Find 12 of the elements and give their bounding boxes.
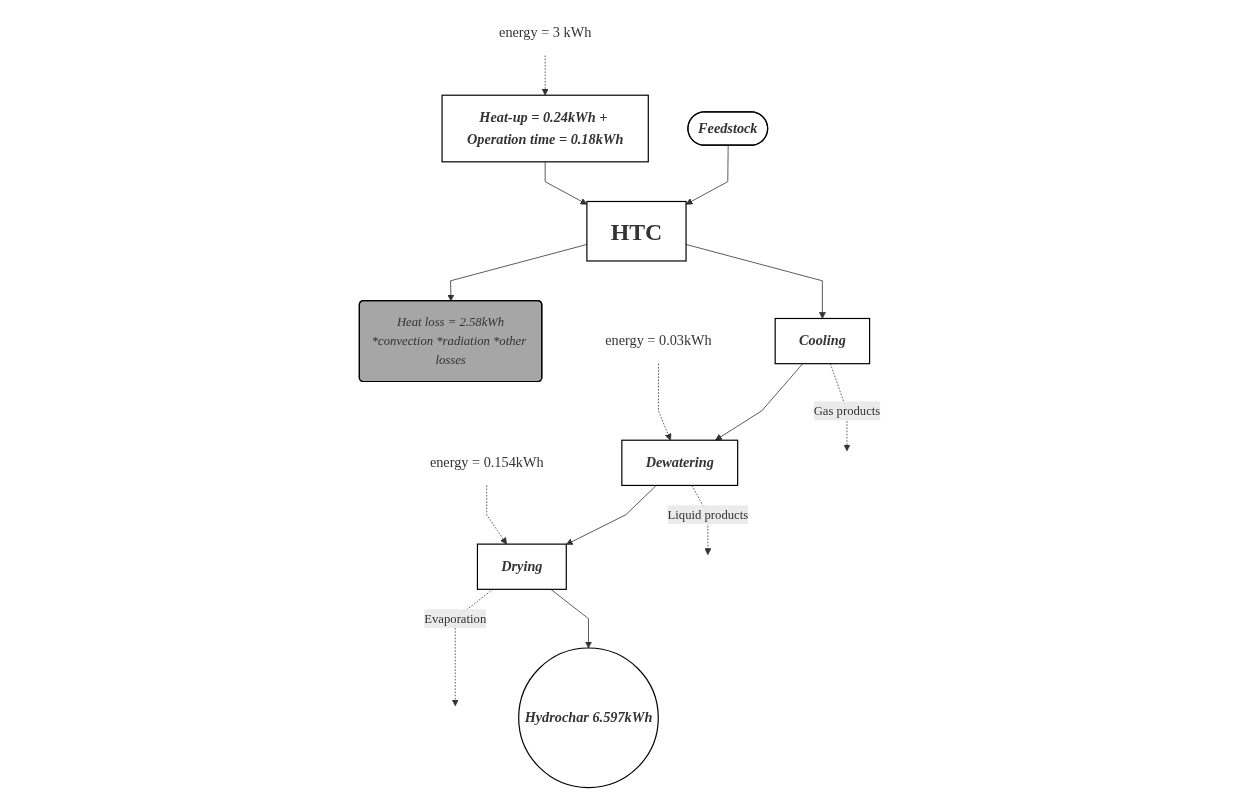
edge-label: Evaporation [424, 611, 487, 626]
node-box: Heat-up = 0.24kWh + Operation time = 0.18kWh [441, 94, 650, 163]
node-text: energy = 0.154kWh [430, 454, 544, 471]
node-box: Drying [477, 543, 568, 590]
edge-label: Liquid products [667, 507, 749, 522]
node-box: HTC [586, 200, 687, 262]
node-box: Dewatering [621, 439, 739, 487]
node-box: Cooling [774, 317, 871, 365]
edge-label: Gas products [813, 403, 881, 418]
node-circle: Hydrochar 6.597kWh [518, 647, 660, 789]
node-text: energy = 3 kWh [499, 24, 592, 41]
node-text: energy = 0.03kWh [605, 332, 712, 349]
